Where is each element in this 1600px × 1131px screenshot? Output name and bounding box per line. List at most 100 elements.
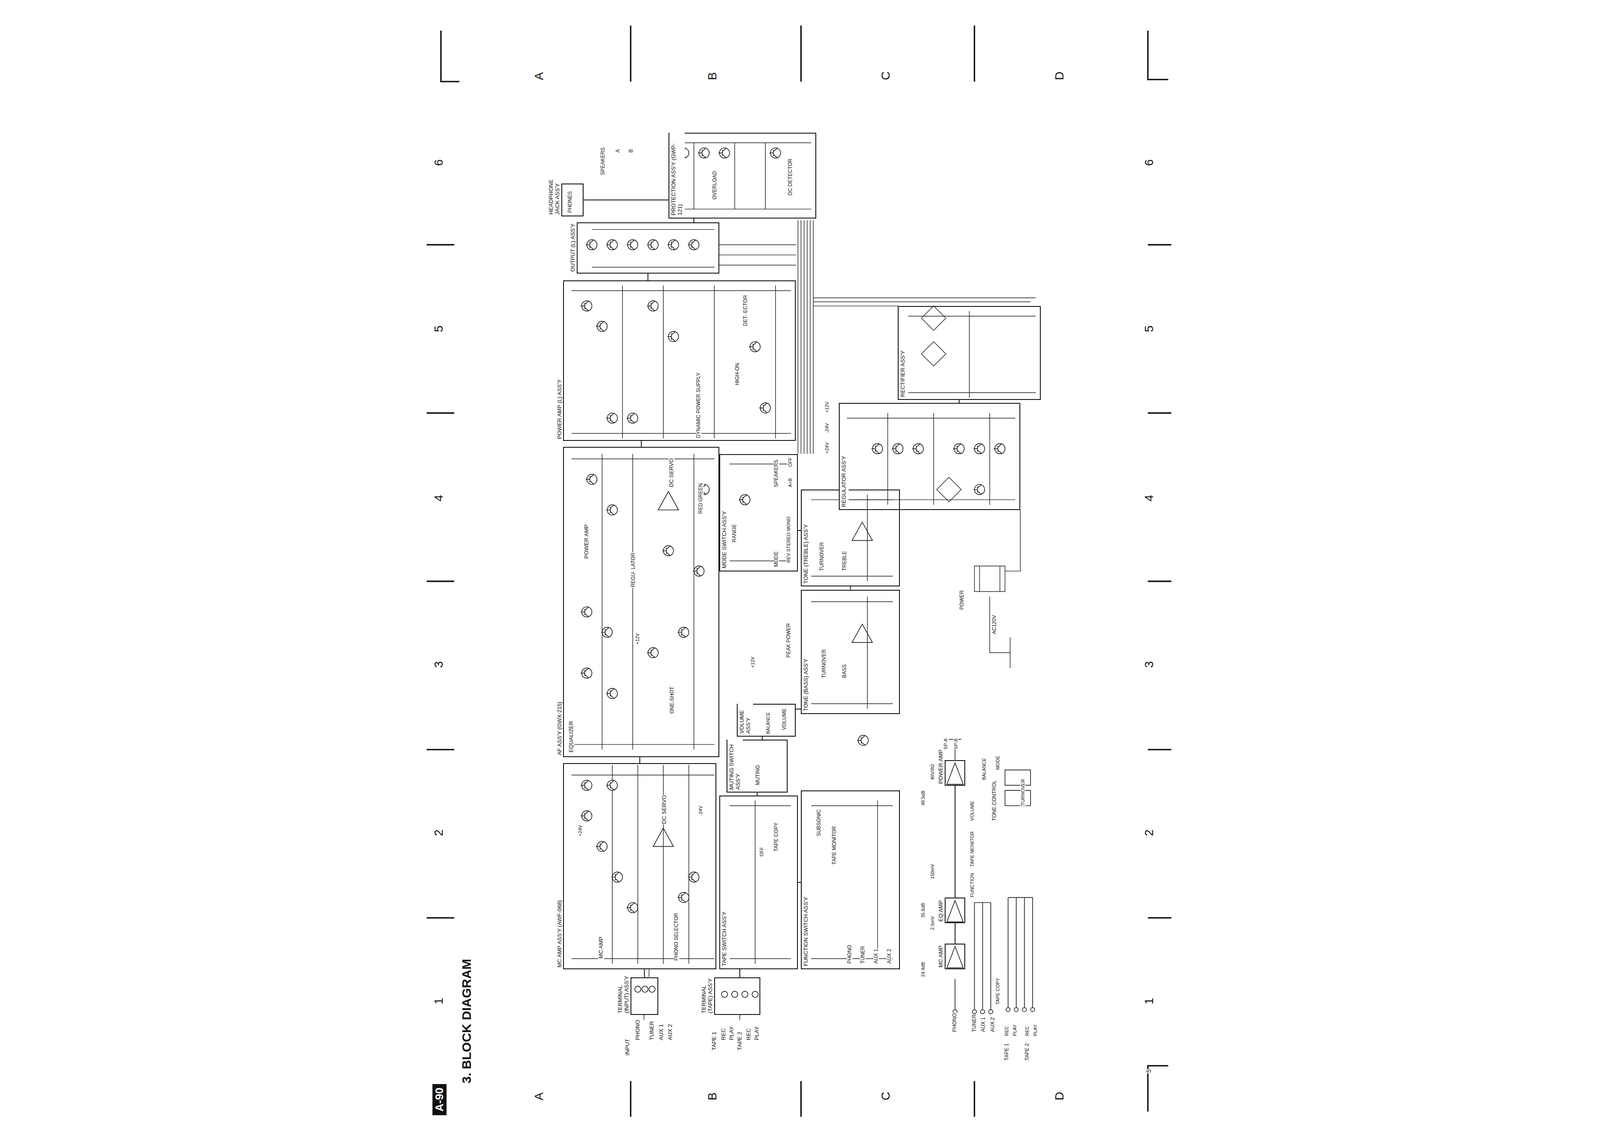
signal-label: +24V (824, 442, 830, 455)
switch-assembly-box: FUNCTION SWITCH ASS'Y (800, 791, 900, 970)
signal-label: AUX 2 (667, 1024, 674, 1042)
signal-label: PHONO SELECTOR (673, 912, 680, 962)
signal-label: AUX 1 (658, 1024, 665, 1042)
signal-label: MODE (773, 551, 780, 568)
grid-reference: C (879, 1091, 893, 1101)
assembly-label: MC AMP ASS'Y (AWF-068) (556, 899, 564, 969)
signal-label: PLAY (728, 1026, 735, 1041)
signal-label: SP-B (953, 738, 959, 751)
signal-label: POWER AMP (583, 524, 590, 560)
switch-assembly-box: TAPE SWITCH ASS'Y (719, 795, 798, 970)
wire-connector (795, 708, 801, 710)
signal-label: TAPE 1 (711, 1031, 718, 1052)
signal-label: REC (1004, 1025, 1010, 1037)
signal-label: TUNER (860, 945, 866, 965)
grid-reference: 3 (1142, 660, 1157, 669)
assembly-label: EQ AMP (937, 899, 945, 923)
assembly-label: TAPE SWITCH ASS'Y (720, 909, 730, 969)
signal-label: MC AMP (598, 936, 605, 960)
assembly-label: TONE (BASS) ASS'Y (801, 656, 811, 714)
signal-label: TURNOVER (1020, 779, 1026, 807)
signal-label: REC (720, 1028, 727, 1041)
op-amp-symbols (634, 491, 1035, 1014)
signal-label: 40V/8Ω (929, 764, 935, 781)
assembly-label: POWER AMP (937, 748, 945, 785)
signal-label: PHONO (846, 944, 853, 965)
signal-label: TAPE MONITOR (831, 826, 838, 866)
signal-label: DC SERVO (661, 794, 668, 825)
grid-reference: D (1053, 71, 1067, 81)
grid-reference: A (532, 71, 546, 81)
grid-reference: 4 (1142, 494, 1157, 503)
signal-label: POWER (959, 589, 965, 611)
signal-label: TONE CONTROL (991, 779, 998, 822)
assembly-box: MC AMP ASS'Y (AWF-068) (563, 763, 717, 970)
assembly-box: OUTPUT (L) ASS'Y (576, 222, 720, 274)
grid-reference: A (532, 1091, 546, 1101)
assembly-label: REGULATOR ASS'Y (839, 453, 849, 510)
grid-reference: 5 (1142, 325, 1157, 333)
signal-label: RED GREEN (697, 482, 704, 514)
signal-label: DC SERVO (668, 458, 675, 488)
signal-label: -24V (697, 805, 704, 817)
signal-label: DC DETECTOR (787, 158, 794, 196)
assembly-label: TONE (TREBLE) ASS'Y (801, 522, 811, 587)
signal-label: TAPE MONITOR (969, 831, 975, 868)
signal-label: PLAY (1012, 1024, 1018, 1037)
assembly-label: HEADPHONE JACK ASS'Y (548, 175, 561, 216)
signal-label: +12V (750, 656, 756, 669)
signal-label: 2.5mV (929, 916, 935, 931)
signal-label: DYNAMIC POWER SUPPLY (695, 372, 702, 439)
signal-label: TUNER (971, 1014, 978, 1033)
signal-label: SUBSONIC (816, 808, 822, 837)
signal-label: A+B (787, 477, 793, 488)
grid-reference: 6 (1142, 158, 1157, 167)
signal-label: A (615, 148, 621, 154)
grid-reference: C (879, 71, 893, 81)
grid-reference: 1 (432, 997, 446, 1006)
grid-reference: B (706, 71, 720, 81)
signal-label: AUX 2 (886, 948, 893, 965)
signal-label: AUX 1 (980, 1016, 987, 1033)
signal-label: REV STEREO MONO (785, 516, 792, 564)
signal-label: PHONO (634, 1019, 641, 1041)
signal-label: AUX 1 (873, 948, 879, 965)
signal-label: TUNER (648, 1020, 655, 1041)
signal-label: PLAY (753, 1026, 760, 1041)
grid-reference: 5 (432, 325, 446, 333)
assembly-label: RECTIFIER ASS'Y (898, 348, 908, 400)
signal-label: TAPE 1 (1004, 1042, 1010, 1061)
assembly-label: PROTECTION ASS'Y (GWP-121) (669, 131, 685, 218)
assembly-label: MODE SWITCH ASS'Y (720, 509, 730, 571)
wire-connector (954, 785, 956, 899)
wire-connector (739, 969, 741, 978)
signal-label: ONE-SHOT (669, 686, 675, 715)
wire-connector (583, 199, 669, 201)
grid-reference: 6 (432, 158, 446, 167)
wire-connector (647, 273, 649, 281)
signal-label: TURNOVER (819, 541, 825, 572)
signal-label: TAPE 2 (1024, 1042, 1031, 1061)
switch-assembly-box: TONE (BASS) ASS'Y (800, 589, 900, 715)
signal-label: TREBLE (841, 550, 848, 572)
signal-label: OFF (759, 846, 765, 858)
frame-marks (426, 25, 1171, 1118)
signal-label: +12V (634, 633, 640, 646)
signal-label: HIGH-ON (734, 362, 741, 386)
grid-reference: 1 (1142, 997, 1157, 1006)
wire-connector (954, 923, 956, 944)
grid-reference: 2 (432, 829, 446, 837)
signal-label: TAPE COPY (773, 822, 780, 853)
signal-label: VOLUME (969, 800, 975, 822)
signal-label: RANGE (731, 523, 738, 544)
signal-label: DET- ECTOR (742, 294, 749, 327)
signal-label: 48.5dB (920, 790, 926, 806)
assembly-box: POWER AMP (944, 760, 966, 786)
signal-label: VOLUME (781, 708, 788, 731)
grid-reference: 4 (432, 494, 446, 503)
signal-label: REC (1024, 1025, 1030, 1037)
model-badge: A-90 (432, 1084, 447, 1116)
